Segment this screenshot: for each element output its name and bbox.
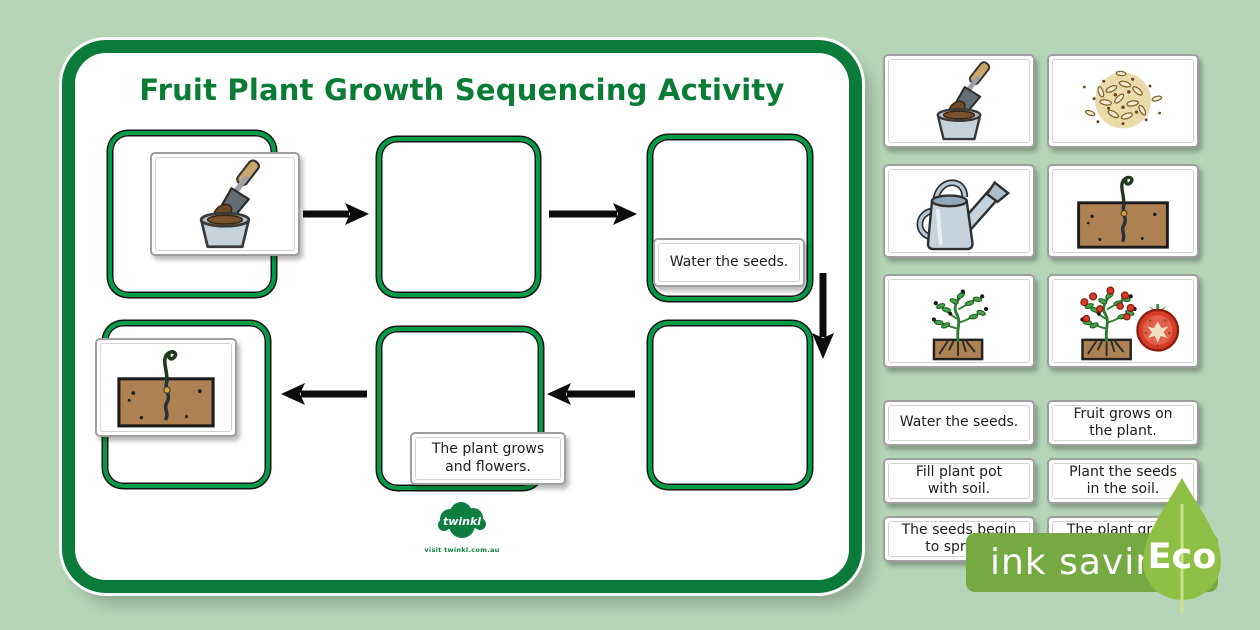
placed-text-card-water-label: Water the seeds. <box>669 253 789 270</box>
seed-pile-image <box>1052 59 1194 143</box>
text-card-water-label: Water the seeds. <box>899 414 1019 431</box>
placed-picture-card-sprout[interactable] <box>95 338 237 437</box>
sequencing-board: Fruit Plant Growth Sequencing Activity <box>62 40 862 593</box>
watering-can-image <box>888 169 1030 253</box>
eco-leaf-icon <box>1143 478 1221 614</box>
picture-card-fill-pot[interactable] <box>883 54 1035 148</box>
seed-sprouting-image <box>100 343 232 432</box>
text-card-fruit-grows[interactable]: Fruit grows on the plant. <box>1047 400 1199 446</box>
text-card-fill-pot[interactable]: Fill plant pot with soil. <box>883 458 1035 504</box>
eco-label: Eco <box>1147 537 1217 577</box>
seed-sprouting-image <box>1052 169 1194 253</box>
placed-text-card-grows[interactable]: The plant grows and flowers. <box>410 432 566 485</box>
arrow-right-1-icon <box>303 203 369 225</box>
picture-card-seeds[interactable] <box>1047 54 1199 148</box>
text-card-plant-seeds-label: Plant the seeds in the soil. <box>1069 463 1177 498</box>
placed-text-card-water[interactable]: Water the seeds. <box>653 238 805 287</box>
fruit-on-plant-image <box>1052 279 1194 363</box>
sequence-box-6[interactable] <box>648 321 812 489</box>
trowel-in-pot-image <box>155 157 295 251</box>
arrow-left-1-icon <box>547 383 635 405</box>
twinkl-tagline: visit twinkl.com.au <box>424 546 500 554</box>
picture-card-sprout[interactable] <box>1047 164 1199 258</box>
text-card-fruit-grows-label: Fruit grows on the plant. <box>1073 405 1173 440</box>
plant-growing-image <box>888 279 1030 363</box>
picture-card-fruit[interactable] <box>1047 274 1199 368</box>
arrow-down-icon <box>812 273 834 359</box>
placed-picture-card-fill-pot[interactable] <box>150 152 300 256</box>
picture-card-plant[interactable] <box>883 274 1035 368</box>
text-card-water[interactable]: Water the seeds. <box>883 400 1035 446</box>
twinkl-cloud-icon: twinkl <box>438 502 486 538</box>
placed-text-card-grows-label: The plant grows and flowers. <box>431 441 545 475</box>
trowel-in-pot-image <box>888 59 1030 143</box>
twinkl-logo: twinkl visit twinkl.com.au <box>75 501 849 554</box>
arrow-left-2-icon <box>281 383 367 405</box>
text-card-fill-pot-label: Fill plant pot with soil. <box>915 463 1003 498</box>
arrow-right-2-icon <box>549 203 637 225</box>
page-title: Fruit Plant Growth Sequencing Activity <box>139 73 785 107</box>
sequence-box-2[interactable] <box>377 137 540 297</box>
picture-card-watering-can[interactable] <box>883 164 1035 258</box>
twinkl-wordmark: twinkl <box>443 515 481 528</box>
